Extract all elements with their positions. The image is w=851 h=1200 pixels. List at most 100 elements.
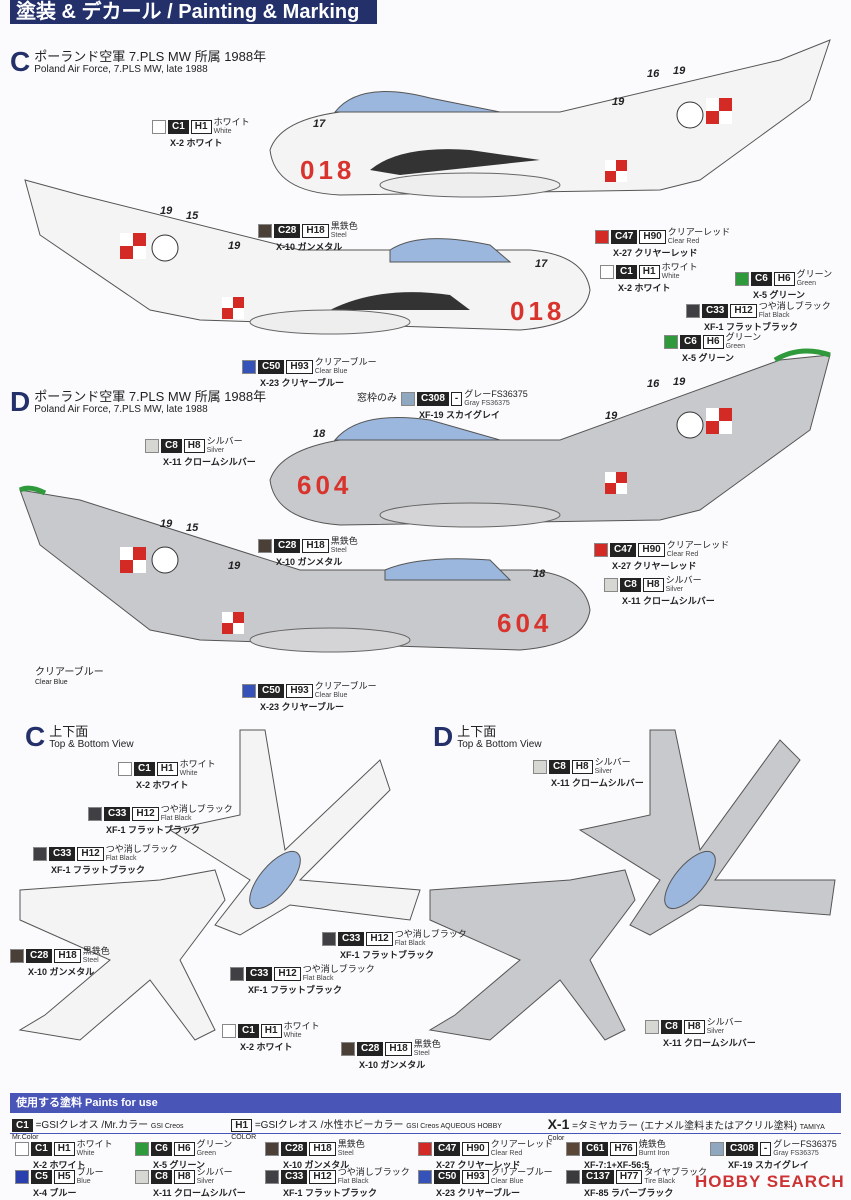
color-swatch [242, 360, 256, 374]
color-name-en: Silver [594, 768, 613, 775]
color-name-en: Silver [196, 1178, 215, 1185]
color-name-jp: クリアーレッド [666, 540, 730, 550]
color-name-en: Green [196, 1150, 217, 1157]
color-name-jp: グレーFS36375 [464, 389, 528, 399]
color-name-en: Flat Black [105, 855, 137, 862]
decal-number: 18 [533, 568, 546, 580]
color-swatch [710, 1142, 724, 1156]
tamiya-code: XF-19 スカイグレイ [419, 410, 500, 420]
mr-color-code: C5 [31, 1170, 52, 1184]
note-en: Clear Blue [35, 679, 68, 686]
mr-color-code: C8 [549, 760, 570, 774]
color-name-jp: つや消しブラック [160, 804, 233, 814]
color-swatch [604, 578, 618, 592]
section-title-en: Top & Bottom View [457, 739, 542, 750]
section-title-en: Poland Air Force, 7.PLS MW, late 1988 [34, 404, 208, 415]
color-name-jp: つや消しブラック [302, 964, 375, 974]
decal-number: 19 [228, 240, 241, 252]
legend-tamiya: X-1 =タミヤカラー (エナメル塗料またはアクリル塗料) TAMIYA Col… [548, 1116, 842, 1143]
paints-legend: C1 =GSIクレオス /Mr.カラー GSI Creos Mr.Color H… [12, 1116, 842, 1143]
section-title-en: Poland Air Force, 7.PLS MW, late 1988 [34, 64, 208, 75]
color-name-en: Gray FS36375 [773, 1150, 819, 1157]
color-name-en: Silver [665, 586, 684, 593]
color-name-jp: ブルー [76, 1167, 104, 1177]
legend-text: =タミヤカラー (エナメル塗料またはアクリル塗料) [572, 1121, 797, 1132]
hobby-color-code: H12 [309, 1170, 336, 1184]
tamiya-code: X-10 ガンメタル [276, 557, 343, 567]
tamiya-code: X-10 ガンメタル [276, 242, 343, 252]
tamiya-code: X-11 クロームシルバー [551, 778, 644, 788]
tamiya-code: XF-1 フラットブラック [51, 865, 146, 875]
color-name-jp: クリアーブルー [490, 1167, 553, 1177]
section-title-jp: ポーランド空軍 7.PLS MW 所属 1988年 [34, 389, 267, 404]
color-name-jp: ホワイト [76, 1139, 113, 1149]
tamiya-code: X-23 クリヤーブルー [260, 378, 344, 388]
tamiya-code: XF-1 フラットブラック [283, 1188, 378, 1198]
color-swatch [258, 539, 272, 553]
tamiya-code: XF-7:1+XF-56:5 [584, 1160, 650, 1170]
mr-color-code: C28 [281, 1142, 308, 1156]
hobby-color-code: H12 [730, 304, 757, 318]
section-letter: D [10, 386, 31, 417]
section-title-en: Top & Bottom View [49, 739, 134, 750]
color-name-en: Flat Black [160, 815, 192, 822]
decal-number: 19 [228, 560, 241, 572]
tamiya-code: X-2 ホワイト [33, 1160, 86, 1170]
mr-color-code: C50 [258, 360, 285, 374]
tamiya-code: X-2 ホワイト [170, 138, 223, 148]
color-swatch [135, 1142, 149, 1156]
mr-color-code: C28 [274, 539, 301, 553]
color-name-en: Clear Red [490, 1150, 523, 1157]
color-name-en: Clear Blue [314, 368, 348, 375]
color-name-en: Burnt Iron [638, 1150, 670, 1157]
color-name-jp: シルバー [594, 757, 631, 767]
color-swatch [686, 304, 700, 318]
color-name-en: Green [725, 343, 746, 350]
mr-color-code: C6 [151, 1142, 172, 1156]
hobby-color-code: H18 [385, 1042, 412, 1056]
mr-color-code: C28 [357, 1042, 384, 1056]
hobby-color-code: H1 [53, 1142, 75, 1156]
color-name-en: Steel [330, 232, 347, 239]
color-name-jp: グリーン [725, 332, 762, 342]
hobby-color-code: H8 [642, 578, 664, 592]
color-swatch [33, 847, 47, 861]
hobby-color-code: H8 [683, 1020, 705, 1034]
color-swatch [242, 684, 256, 698]
color-name-jp: シルバー [665, 575, 702, 585]
tamiya-code: XF-19 スカイグレイ [728, 1160, 809, 1170]
color-name-en: Silver [706, 1028, 725, 1035]
mr-color-code: C33 [104, 807, 131, 821]
mr-color-code: C8 [151, 1170, 172, 1184]
color-swatch [152, 120, 166, 134]
roundels [120, 98, 732, 634]
color-name-jp: ホワイト [213, 117, 250, 127]
hobby-color-code: H8 [571, 760, 593, 774]
mr-color-code: C308 [726, 1142, 758, 1156]
color-name-jp: シルバー [706, 1017, 743, 1027]
color-swatch [230, 967, 244, 981]
mr-color-code: C47 [434, 1142, 461, 1156]
color-name-en: Steel [413, 1050, 430, 1057]
hobby-color-code: - [759, 1142, 772, 1156]
color-swatch [600, 265, 614, 279]
tamiya-code: XF-85 ラバーブラック [584, 1188, 674, 1198]
color-name-en: Flat Black [758, 312, 790, 319]
tamiya-code: X-23 クリヤーブルー [436, 1188, 520, 1198]
decal-number: 19 [673, 65, 686, 77]
tamiya-code: XF-1 フラットブラック [248, 985, 343, 995]
decal-number: 16 [647, 378, 660, 390]
